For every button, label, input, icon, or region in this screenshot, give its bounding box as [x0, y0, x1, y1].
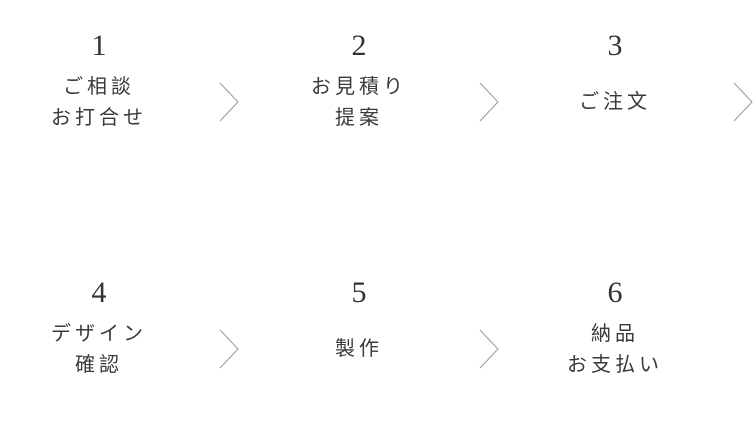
- step-label: 納品 お支払い: [535, 318, 695, 380]
- step-number: 6: [607, 276, 623, 309]
- chevron-right-icon: [478, 329, 500, 369]
- step-label-line: ご注文: [579, 89, 651, 113]
- chevron-right-icon: [218, 329, 240, 369]
- step-number: 2: [351, 29, 367, 62]
- step-label-line: お見積り: [311, 74, 407, 98]
- step-3: 3 ご注文: [535, 28, 695, 117]
- chevron-right-icon: [218, 82, 240, 122]
- step-label-line: 確認: [75, 352, 123, 376]
- step-label-line: お打合せ: [51, 105, 147, 129]
- step-label-line: 製作: [335, 336, 383, 360]
- step-label-line: 納品: [591, 321, 639, 345]
- step-number: 1: [91, 29, 107, 62]
- step-1: 1 ご相談 お打合せ: [19, 28, 179, 133]
- step-5: 5 製作: [279, 275, 439, 364]
- step-label: お見積り 提案: [279, 71, 439, 133]
- step-6: 6 納品 お支払い: [535, 275, 695, 380]
- step-number: 3: [607, 29, 623, 62]
- step-number: 4: [91, 276, 107, 309]
- step-label-line: ご相談: [63, 74, 135, 98]
- step-label: 製作: [279, 333, 439, 364]
- step-4: 4 デザイン 確認: [19, 275, 179, 380]
- step-label: デザイン 確認: [19, 318, 179, 380]
- step-label-line: デザイン: [51, 321, 147, 345]
- step-number: 5: [351, 276, 367, 309]
- step-label-line: 提案: [335, 105, 383, 129]
- chevron-right-icon: [732, 82, 754, 122]
- step-label: ご相談 お打合せ: [19, 71, 179, 133]
- chevron-right-icon: [478, 82, 500, 122]
- step-label-line: お支払い: [567, 352, 663, 376]
- step-2: 2 お見積り 提案: [279, 28, 439, 133]
- step-label: ご注文: [535, 86, 695, 117]
